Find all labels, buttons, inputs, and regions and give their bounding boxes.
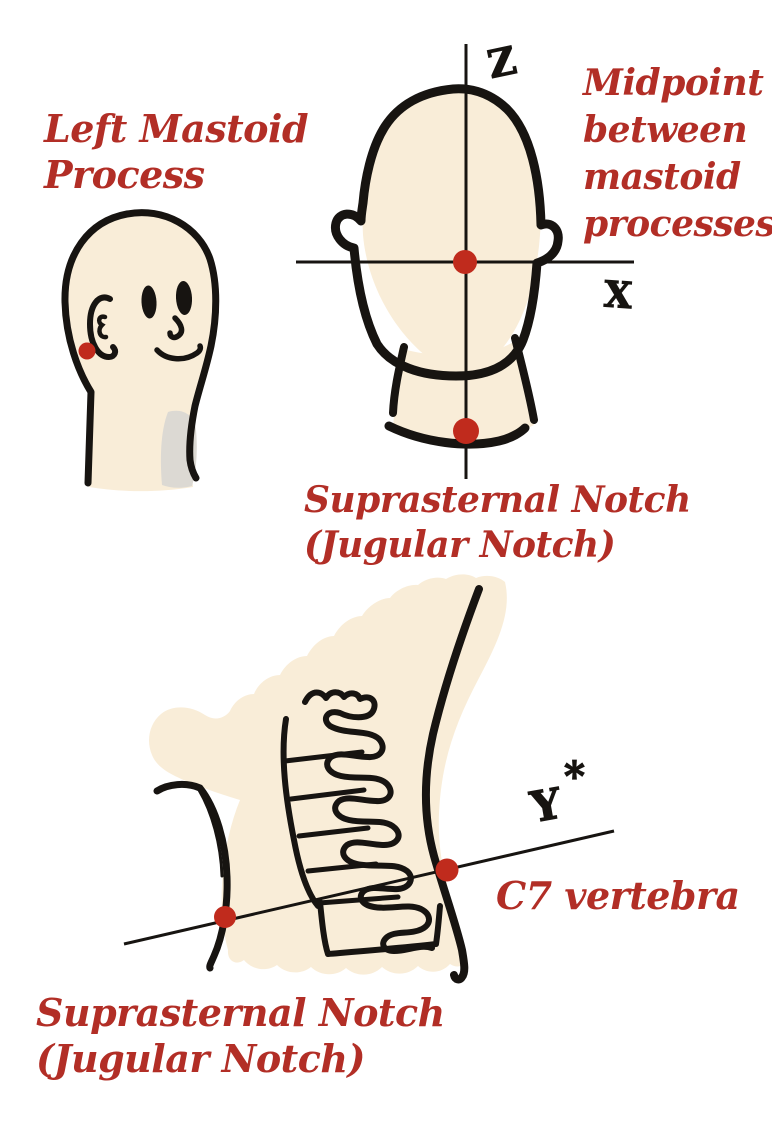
front-neck-left-line (389, 343, 408, 417)
c7-vertebra-body-outline (317, 899, 443, 957)
front-head-figure: Z X (296, 37, 634, 479)
front-of-neck-line (153, 780, 231, 972)
y-axis-star-mark: * (564, 753, 585, 800)
side-neck-skin-fill (149, 574, 507, 975)
spine-anterior-line (280, 716, 321, 909)
c7-vertebra-marker (435, 858, 459, 882)
front-of-neck-sketch-line (197, 788, 224, 878)
smile-mouth (154, 343, 204, 362)
suprasternal-notch-caption-side: Suprasternal Notch (Jugular Notch) (36, 990, 445, 1082)
caption-line: Suprasternal Notch (304, 479, 691, 521)
caption-line: Suprasternal Notch (36, 990, 445, 1035)
c7-vertebra-caption: C7 vertebra (496, 874, 740, 918)
caption-line: (Jugular Notch) (304, 524, 616, 566)
ear-outline (86, 294, 119, 361)
collar-clavicle-line (384, 421, 530, 449)
y-axis-label: Y (526, 779, 566, 833)
right-eye (175, 281, 193, 315)
left-eye (141, 285, 157, 319)
side-neck-figure: Y * (123, 574, 615, 984)
left-mastoid-process-caption: Left Mastoid Process (44, 106, 309, 198)
front-head-skin-fill (362, 89, 542, 378)
front-head-outline (330, 84, 563, 381)
suprasternal-notch-marker-front (453, 418, 479, 444)
suprasternal-notch-caption-front: Suprasternal Notch (Jugular Notch) (304, 478, 691, 568)
front-neck-right-line (511, 334, 538, 424)
nose-squiggle (167, 315, 185, 341)
y-axis-line (123, 829, 615, 946)
midpoint-between-mastoid-caption: Midpoint between mastoid processes (583, 60, 772, 248)
spinous-processes-squiggle (302, 689, 435, 954)
profile-head-figure (61, 209, 220, 492)
caption-line: processes (583, 203, 772, 245)
ear-inner-squiggle (96, 314, 109, 340)
suprasternal-notch-marker-side (214, 906, 236, 928)
midpoint-mastoid-marker (453, 250, 477, 274)
profile-head-outline (61, 209, 220, 487)
caption-line: Process (44, 152, 205, 197)
caption-line: between (583, 109, 748, 151)
caption-line: Left Mastoid (44, 106, 309, 151)
mastoid-process-marker (78, 342, 96, 360)
caption-line: mastoid (583, 156, 741, 198)
caption-line: (Jugular Notch) (36, 1036, 365, 1081)
caption-line: Midpoint (583, 62, 764, 104)
z-axis-label: Z (484, 37, 520, 87)
caption-line: C7 vertebra (496, 873, 740, 918)
back-of-neck-line (422, 585, 483, 984)
x-axis-label: X (603, 273, 634, 317)
